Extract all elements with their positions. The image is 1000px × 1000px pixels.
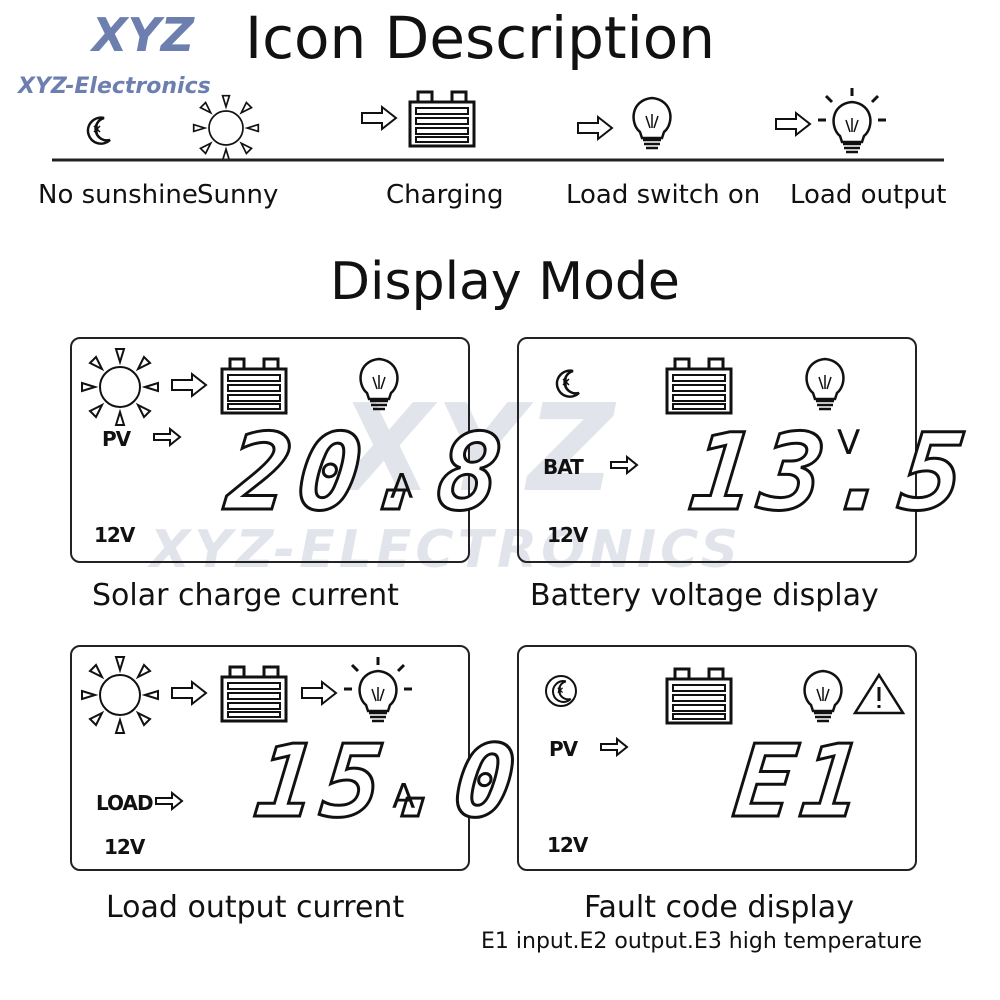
lcd-tag: BAT	[543, 455, 584, 479]
icon-label-sunny: Sunny	[197, 180, 279, 210]
brand-logo: XYZ	[92, 8, 195, 62]
lcd-value: 13.5	[683, 410, 978, 536]
lcd-unit: V	[837, 423, 861, 463]
brand-subtitle: XYZ-Electronics	[18, 74, 211, 99]
battery-icon	[408, 90, 476, 148]
lcd-voltage: 12V	[94, 523, 135, 547]
page-title: Icon Description	[245, 4, 716, 72]
lcd-tag: PV	[102, 427, 131, 451]
fault-code-note: E1 input.E2 output.E3 high temperature	[481, 929, 923, 954]
battery-icon	[665, 667, 733, 725]
lcd-tag: PV	[549, 737, 578, 761]
moon-icon	[86, 116, 112, 145]
panel-caption-solar: Solar charge current	[92, 578, 399, 613]
bulb-output-icon	[816, 86, 888, 154]
lcd-panel-solar: PV 20.8 A 12V	[70, 337, 515, 563]
arrow-icon	[155, 792, 183, 810]
sun-icon	[81, 348, 159, 426]
lcd-value: 15.0	[248, 722, 528, 842]
lcd-voltage: 12V	[547, 523, 588, 547]
moon-icon	[555, 369, 581, 398]
battery-icon	[665, 357, 733, 415]
lcd-unit: A	[390, 467, 414, 507]
icon-label-load-switch-on: Load switch on	[566, 180, 761, 210]
sun-icon	[81, 656, 159, 734]
battery-icon	[220, 665, 288, 723]
arrow-icon	[775, 112, 811, 136]
arrow-icon	[610, 456, 638, 474]
panel-caption-battery: Battery voltage display	[530, 578, 879, 613]
watermark-logo: XYZ	[340, 380, 619, 519]
bulb-icon	[359, 357, 399, 411]
warning-icon	[852, 672, 906, 715]
panel-caption-load: Load output current	[106, 890, 405, 925]
arrow-icon	[171, 373, 207, 397]
arrow-icon	[361, 106, 397, 130]
panel-caption-fault: Fault code display	[584, 890, 854, 925]
bulb-icon	[805, 357, 845, 411]
no-sunshine-icon	[545, 675, 577, 707]
lcd-tag: LOAD	[96, 791, 154, 815]
lcd-panel-fault: PV E1 12V	[517, 645, 917, 871]
lcd-panel-battery: BAT 13.5 V 12V	[517, 337, 978, 563]
arrow-icon	[153, 428, 181, 446]
bulb-output-icon	[342, 655, 414, 723]
icon-row	[52, 86, 944, 162]
sun-icon	[192, 94, 260, 162]
battery-icon	[220, 357, 288, 415]
icon-label-load-output: Load output	[790, 180, 947, 210]
bulb-icon	[803, 669, 843, 723]
arrow-icon	[301, 681, 337, 705]
icon-label-charging: Charging	[386, 180, 504, 210]
arrow-icon	[577, 116, 613, 140]
bulb-icon	[632, 96, 672, 150]
lcd-value: 20.8	[220, 410, 515, 536]
lcd-panel-load: LOAD 15.0 A 12V	[70, 645, 528, 871]
lcd-voltage: 12V	[547, 833, 588, 857]
icon-label-no-sunshine: No sunshine	[38, 180, 198, 210]
lcd-unit: A	[392, 777, 416, 817]
arrow-icon	[600, 738, 628, 756]
lcd-value: E1	[727, 722, 875, 842]
section-title: Display Mode	[330, 252, 680, 312]
arrow-icon	[171, 681, 207, 705]
watermark-text: XYZ-ELECTRONICS	[150, 520, 742, 580]
lcd-voltage: 12V	[104, 835, 145, 859]
